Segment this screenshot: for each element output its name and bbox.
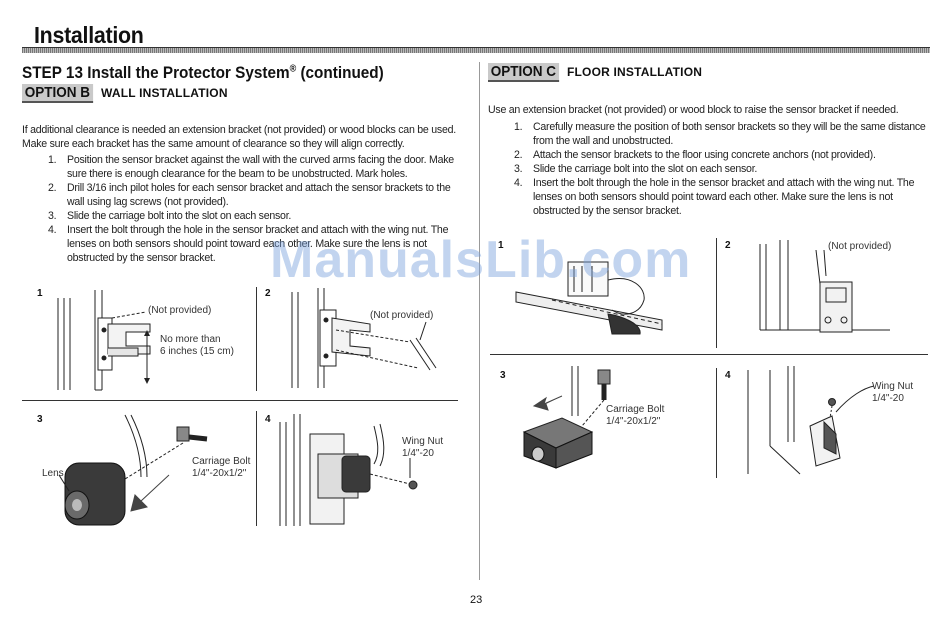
option-c-figure-rule	[490, 354, 928, 355]
step-heading: STEP 13 Install the Protector System® (c…	[22, 63, 384, 83]
option-b-step-2: 2.Drill 3/16 inch pilot holes for each s…	[48, 182, 451, 208]
option-c-fig1-number: 1	[498, 240, 504, 251]
option-c-fig2-number: 2	[725, 240, 731, 251]
option-b-figure-divider-bottom	[256, 411, 257, 526]
option-b-fig2-not-provided: (Not provided)	[370, 310, 434, 321]
option-c-fig4-illustration	[747, 366, 875, 475]
option-c-fig3-bolt-line1: Carriage Bolt	[606, 404, 665, 415]
option-b-badge: OPTION B	[22, 84, 93, 103]
option-c-badge: OPTION C	[488, 63, 559, 82]
option-b-fig3-bolt-line1: Carriage Bolt	[192, 456, 251, 467]
step-title: STEP 13 Install the Protector System	[22, 63, 290, 82]
option-c-fig4-nut-line2: 1/4"-20	[872, 393, 904, 404]
option-b-step-1: 1.Position the sensor bracket against th…	[48, 154, 454, 180]
page-title: Installation	[34, 22, 144, 48]
option-c-fig3-number: 3	[500, 370, 506, 381]
option-b-fig3-illustration	[58, 414, 208, 526]
option-b-fig1-clearance-line2: 6 inches (15 cm)	[160, 346, 234, 357]
page-number: 23	[470, 594, 483, 606]
option-b-fig1-illustration	[57, 290, 151, 391]
option-b-header: OPTION B WALL INSTALLATION	[22, 84, 228, 103]
option-b-fig3-lens-label: Lens	[42, 468, 64, 479]
option-c-fig3-illustration	[522, 366, 611, 469]
option-b-fig4-nut-line1: Wing Nut	[402, 436, 444, 447]
option-b-figure-rule	[22, 400, 458, 401]
option-c-fig2-not-provided: (Not provided)	[828, 241, 892, 252]
option-c-steps: 1.Carefully measure the position of both…	[488, 120, 933, 218]
option-b-fig2-number: 2	[265, 288, 271, 299]
option-c-fig2-illustration	[759, 240, 890, 333]
option-b-step-3: 3.Slide the carriage bolt into the slot …	[48, 210, 292, 222]
option-b-fig4-illustration	[279, 414, 418, 526]
option-b-steps: 1.Position the sensor bracket against th…	[22, 153, 462, 265]
option-c-step-4: 4.Insert the bolt through the hole in th…	[514, 177, 915, 217]
option-c-step-3: 3.Slide the carriage bolt into the slot …	[514, 163, 758, 175]
option-b-step-4: 4.Insert the bolt through the hole in th…	[48, 224, 449, 264]
option-c-fig4-nut-line1: Wing Nut	[872, 381, 914, 392]
step-suffix: (continued)	[296, 63, 384, 82]
registered-mark: ®	[289, 63, 297, 75]
option-b-fig4-number: 4	[265, 414, 271, 425]
option-b-fig3-number: 3	[37, 414, 43, 425]
option-c-step-2: 2.Attach the sensor brackets to the floo…	[514, 149, 876, 161]
option-b-figure-divider-top	[256, 287, 257, 391]
option-c-title: FLOOR INSTALLATION	[566, 65, 703, 79]
watermark: ManualsLib.com	[270, 231, 692, 289]
option-c-intro: Use an extension bracket (not provided) …	[488, 104, 899, 116]
option-c-figure-divider-bottom	[716, 368, 717, 478]
option-b-intro: If additional clearance is needed an ext…	[22, 124, 456, 150]
option-c-figure-divider-top	[716, 238, 717, 348]
option-b-fig1-clearance-line1: No more than	[160, 334, 221, 345]
option-c-fig4-number: 4	[725, 370, 731, 381]
option-c-header: OPTION C FLOOR INSTALLATION	[488, 63, 702, 82]
option-b-fig1-not-provided: (Not provided)	[148, 305, 212, 316]
option-b-title: WALL INSTALLATION	[100, 86, 228, 100]
column-divider	[479, 62, 480, 580]
option-b-fig3-bolt-line2: 1/4"-20x1/2"	[192, 468, 247, 479]
option-c-step-1: 1.Carefully measure the position of both…	[514, 121, 926, 147]
option-b-fig1-number: 1	[37, 288, 43, 299]
option-b-fig4-nut-line2: 1/4"-20	[402, 448, 434, 459]
option-c-fig1-illustration	[515, 261, 663, 335]
title-rule	[22, 47, 930, 53]
option-b-fig2-illustration	[291, 288, 437, 388]
option-c-fig3-bolt-line2: 1/4"-20x1/2"	[606, 416, 661, 427]
